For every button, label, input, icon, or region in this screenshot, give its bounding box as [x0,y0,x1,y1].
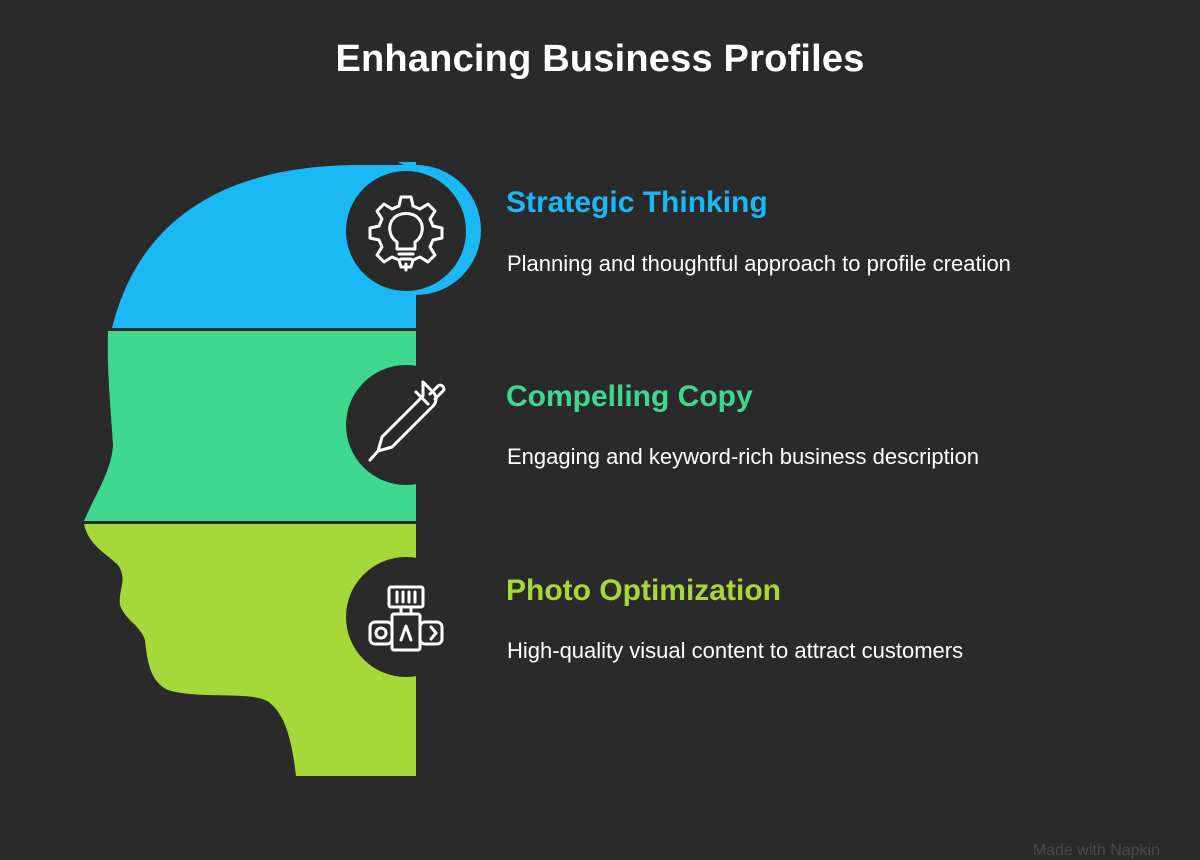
section-desc-photo: High-quality visual content to attract c… [507,638,964,663]
section-desc-copy: Engaging and keyword-rich business descr… [507,444,980,469]
gear-lightbulb-icon [368,195,444,272]
copy-icon-circle [346,365,466,485]
section-desc-strategic: Planning and thoughtful approach to prof… [507,251,1011,276]
camera-icon [368,585,444,652]
section-heading-photo: Photo Optimization [506,574,781,607]
page-title: Enhancing Business Profiles [335,38,865,80]
strategic-icon-circle [346,171,466,291]
pen-icon [368,380,446,462]
photo-icon-circle [346,557,466,677]
made-with-watermark: Made with Napkin [1032,842,1160,859]
section-heading-strategic: Strategic Thinking [506,186,768,219]
section-heading-copy: Compelling Copy [506,380,753,413]
